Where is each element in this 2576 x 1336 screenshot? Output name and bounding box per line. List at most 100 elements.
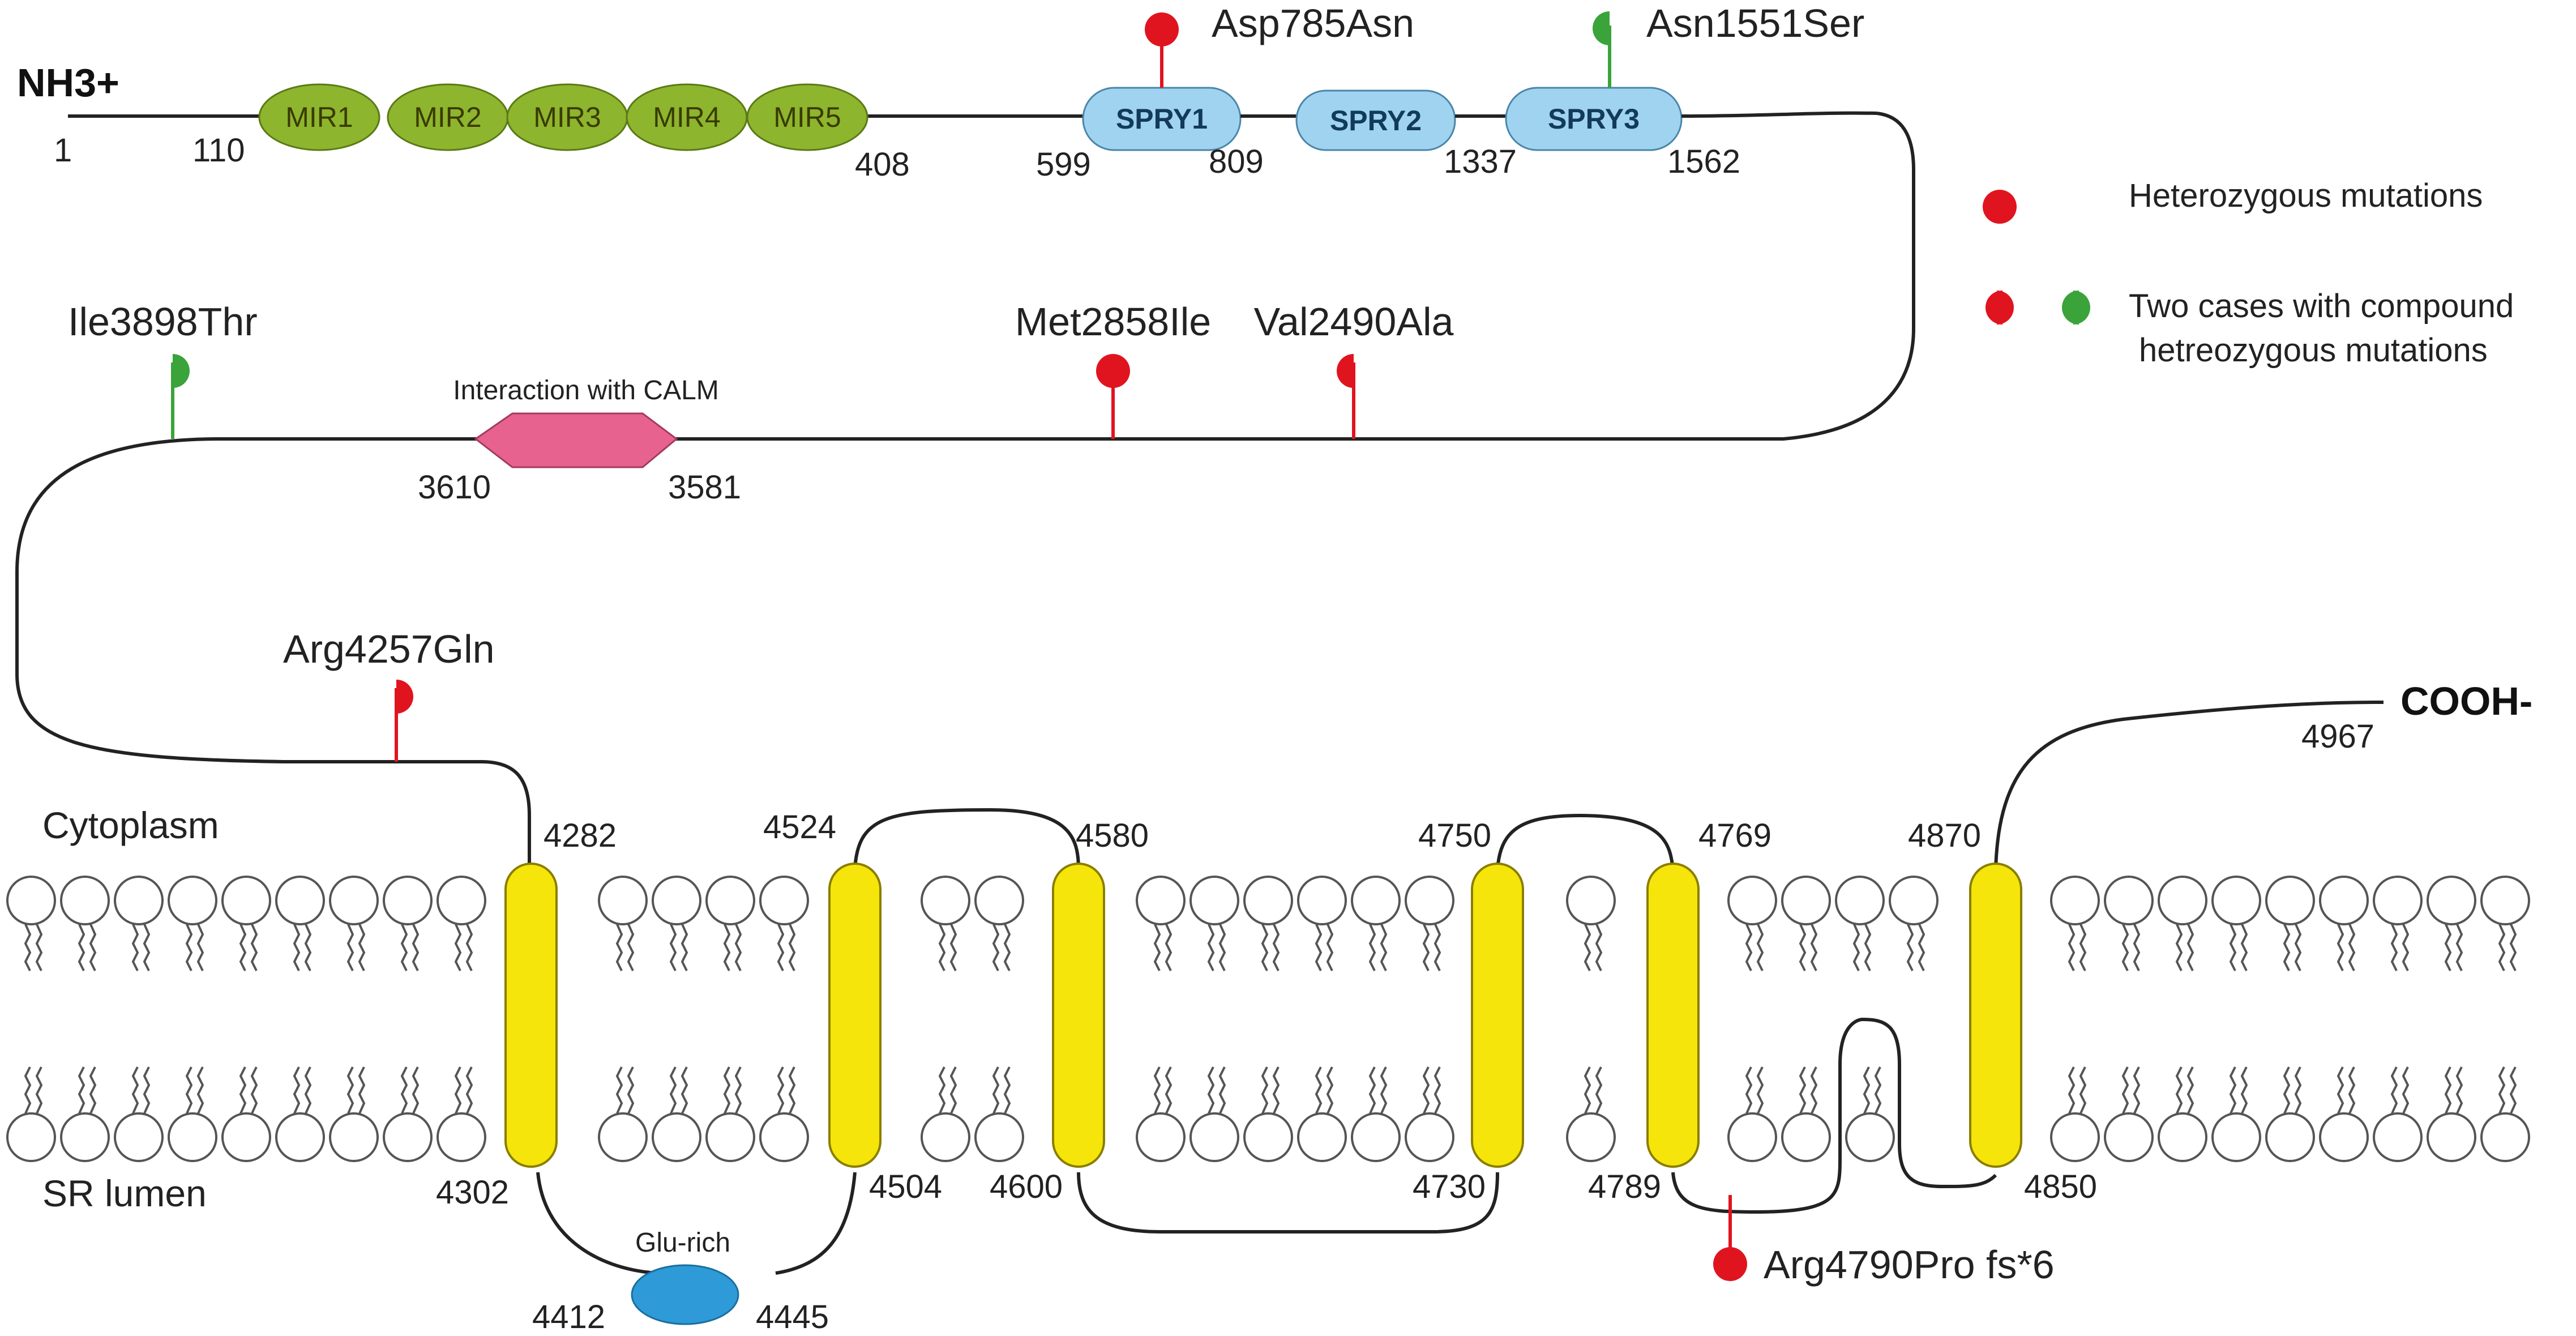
lipid-head-inner xyxy=(437,1066,486,1162)
mutation-asn1551ser: Asn1551Ser xyxy=(1593,1,1864,88)
lipid-head-outer xyxy=(437,876,486,972)
lipid-head-inner xyxy=(275,1066,325,1162)
lipid-head-outer xyxy=(1781,876,1831,972)
lipid-head-outer xyxy=(2319,876,2369,972)
tm-helix-1 xyxy=(504,863,558,1168)
mir-domains: MIR1 MIR2 MIR3 MIR4 MIR5 xyxy=(258,83,868,151)
lipid-head-inner xyxy=(1727,1066,1777,1162)
svg-text:Val2490Ala: Val2490Ala xyxy=(1254,300,1454,344)
legend-compound-red-marker xyxy=(1986,291,2014,325)
svg-text:4870: 4870 xyxy=(1908,817,1981,854)
tm-helix-5 xyxy=(1646,863,1700,1168)
mutation-arg4790profs6: Arg4790Pro fs*6 xyxy=(1713,1195,2055,1287)
n-terminus-label: NH3+ xyxy=(17,61,119,105)
lipid-bilayer xyxy=(6,876,2530,1162)
lipid-head-inner xyxy=(1189,1066,1239,1162)
svg-text:1562: 1562 xyxy=(1667,143,1740,180)
svg-text:408: 408 xyxy=(855,146,910,183)
lipid-head-inner xyxy=(598,1066,648,1162)
lipid-head-outer xyxy=(275,876,325,972)
svg-text:4769: 4769 xyxy=(1698,817,1771,854)
svg-text:3610: 3610 xyxy=(418,469,491,506)
tm-helix-6 xyxy=(1969,863,2022,1168)
lipid-head-inner xyxy=(2265,1066,2315,1162)
lipid-head-inner xyxy=(2319,1066,2369,1162)
svg-text:SPRY3: SPRY3 xyxy=(1548,103,1640,135)
lipid-head-outer xyxy=(921,876,970,972)
lipid-head-inner xyxy=(921,1066,970,1162)
lipid-head-outer xyxy=(652,876,701,972)
svg-text:Asp785Asn: Asp785Asn xyxy=(1212,1,1414,45)
svg-text:4412: 4412 xyxy=(532,1299,605,1335)
protein-chain xyxy=(15,112,2384,1275)
lipid-head-outer xyxy=(329,876,379,972)
svg-text:Met2858Ile: Met2858Ile xyxy=(1015,300,1211,344)
mir1-domain: MIR1 xyxy=(258,83,380,151)
mir3-domain: MIR3 xyxy=(506,83,628,151)
mir4-domain: MIR4 xyxy=(626,83,748,151)
svg-text:4580: 4580 xyxy=(1076,817,1149,854)
lipid-head-outer xyxy=(974,876,1024,972)
tm-helix-3 xyxy=(1052,863,1105,1168)
legend: Heterozygous mutations Two cases with co… xyxy=(1983,177,2514,369)
lipid-head-inner xyxy=(2373,1066,2423,1162)
svg-text:4789: 4789 xyxy=(1588,1168,1661,1205)
spry2-domain: SPRY2 xyxy=(1295,89,1456,151)
lipid-head-outer xyxy=(1405,876,1454,972)
tm-helix-2 xyxy=(828,863,882,1168)
lipid-head-inner xyxy=(652,1066,701,1162)
lipid-head-outer xyxy=(168,876,217,972)
lipid-head-inner xyxy=(383,1066,433,1162)
svg-text:Asn1551Ser: Asn1551Ser xyxy=(1646,1,1864,45)
mir5-domain: MIR5 xyxy=(746,83,868,151)
svg-text:SPRY2: SPRY2 xyxy=(1330,105,1422,136)
spry-linker-3 xyxy=(1681,111,1877,118)
lipid-head-inner xyxy=(1297,1066,1347,1162)
lipid-head-outer xyxy=(2373,876,2423,972)
lipid-head-inner xyxy=(1405,1066,1454,1162)
lipid-head-outer xyxy=(1835,876,1885,972)
svg-text:1: 1 xyxy=(54,132,72,169)
svg-text:4730: 4730 xyxy=(1413,1168,1486,1205)
lipid-head-outer xyxy=(1889,876,1939,972)
glu-rich-domain: Glu-rich xyxy=(631,1228,739,1325)
lipid-head-inner xyxy=(329,1066,379,1162)
lipid-head-inner xyxy=(6,1066,56,1162)
legend-heterozygous-label: Heterozygous mutations xyxy=(2129,177,2483,214)
svg-text:4445: 4445 xyxy=(756,1299,829,1335)
lipid-head-outer xyxy=(1189,876,1239,972)
calm-interaction-domain: Interaction with CALM xyxy=(453,375,719,468)
svg-text:Arg4257Gln: Arg4257Gln xyxy=(283,627,495,671)
legend-heterozygous-marker xyxy=(1983,190,2017,224)
lipid-head-outer xyxy=(114,876,164,972)
svg-text:Arg4790Pro fs*6: Arg4790Pro fs*6 xyxy=(1764,1243,2055,1287)
lipid-head-inner xyxy=(2104,1066,2154,1162)
legend-compound-line2: hetreozygous mutations xyxy=(2139,332,2488,369)
lipid-head-inner xyxy=(759,1066,809,1162)
lipid-head-outer xyxy=(2158,876,2207,972)
svg-text:Ile3898Thr: Ile3898Thr xyxy=(68,300,258,344)
svg-text:Interaction with CALM: Interaction with CALM xyxy=(453,375,719,406)
lipid-head-inner xyxy=(1243,1066,1293,1162)
lipid-head-inner xyxy=(705,1066,755,1162)
mutation-ile3898thr: Ile3898Thr xyxy=(68,300,258,439)
mutation-val2490ala: Val2490Ala xyxy=(1254,300,1454,439)
lipid-head-inner xyxy=(114,1066,164,1162)
mir2-domain: MIR2 xyxy=(387,83,509,151)
svg-text:3581: 3581 xyxy=(668,469,741,506)
c-terminus-label: COOH- xyxy=(2400,679,2532,723)
cytoplasm-label: Cytoplasm xyxy=(42,804,219,846)
lipid-head-outer xyxy=(383,876,433,972)
svg-text:599: 599 xyxy=(1036,146,1091,183)
lipid-head-inner xyxy=(60,1066,110,1162)
lipid-head-inner xyxy=(221,1066,271,1162)
svg-text:110: 110 xyxy=(192,132,245,169)
lipid-head-outer xyxy=(1136,876,1186,972)
lipid-head-outer xyxy=(1566,876,1616,972)
residue-numbers: 1 110 408 599 809 1337 1562 3610 3581 42… xyxy=(54,132,2374,1335)
lipid-head-inner xyxy=(2158,1066,2207,1162)
lipid-head-inner xyxy=(2050,1066,2100,1162)
lipid-head-outer xyxy=(1243,876,1293,972)
svg-text:4302: 4302 xyxy=(436,1174,509,1211)
svg-text:4967: 4967 xyxy=(2301,718,2374,755)
